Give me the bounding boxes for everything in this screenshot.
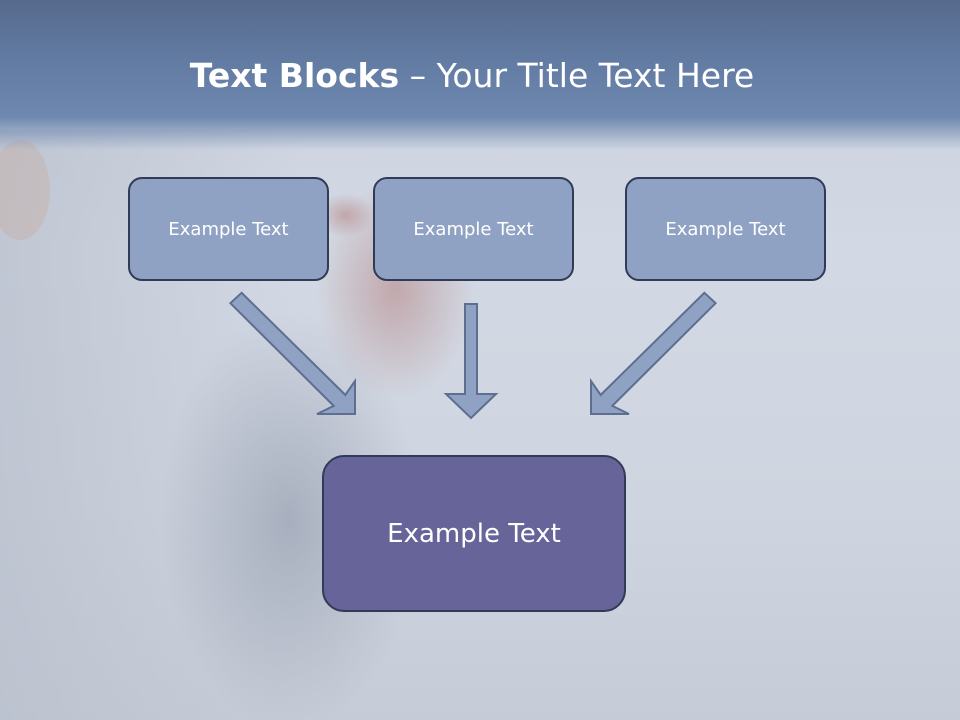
text-block-top-right-label: Example Text bbox=[665, 218, 786, 240]
text-block-top-center: Example Text bbox=[373, 177, 574, 281]
title-rest: Your Title Text Here bbox=[436, 56, 755, 95]
slide-title: Text Blocks – Your Title Text Here bbox=[0, 54, 944, 98]
text-block-bottom: Example Text bbox=[322, 455, 626, 612]
title-dash: – bbox=[409, 56, 427, 95]
arrow-center-down bbox=[443, 303, 499, 420]
text-block-top-left-label: Example Text bbox=[168, 218, 289, 240]
arrow-left-diagonal bbox=[228, 291, 356, 415]
text-block-top-left: Example Text bbox=[128, 177, 329, 281]
text-block-bottom-label: Example Text bbox=[387, 518, 561, 549]
arrow-right-diagonal bbox=[590, 291, 718, 415]
text-block-top-center-label: Example Text bbox=[413, 218, 534, 240]
title-bold: Text Blocks bbox=[189, 56, 400, 95]
text-block-top-right: Example Text bbox=[625, 177, 826, 281]
header-band bbox=[0, 0, 960, 150]
